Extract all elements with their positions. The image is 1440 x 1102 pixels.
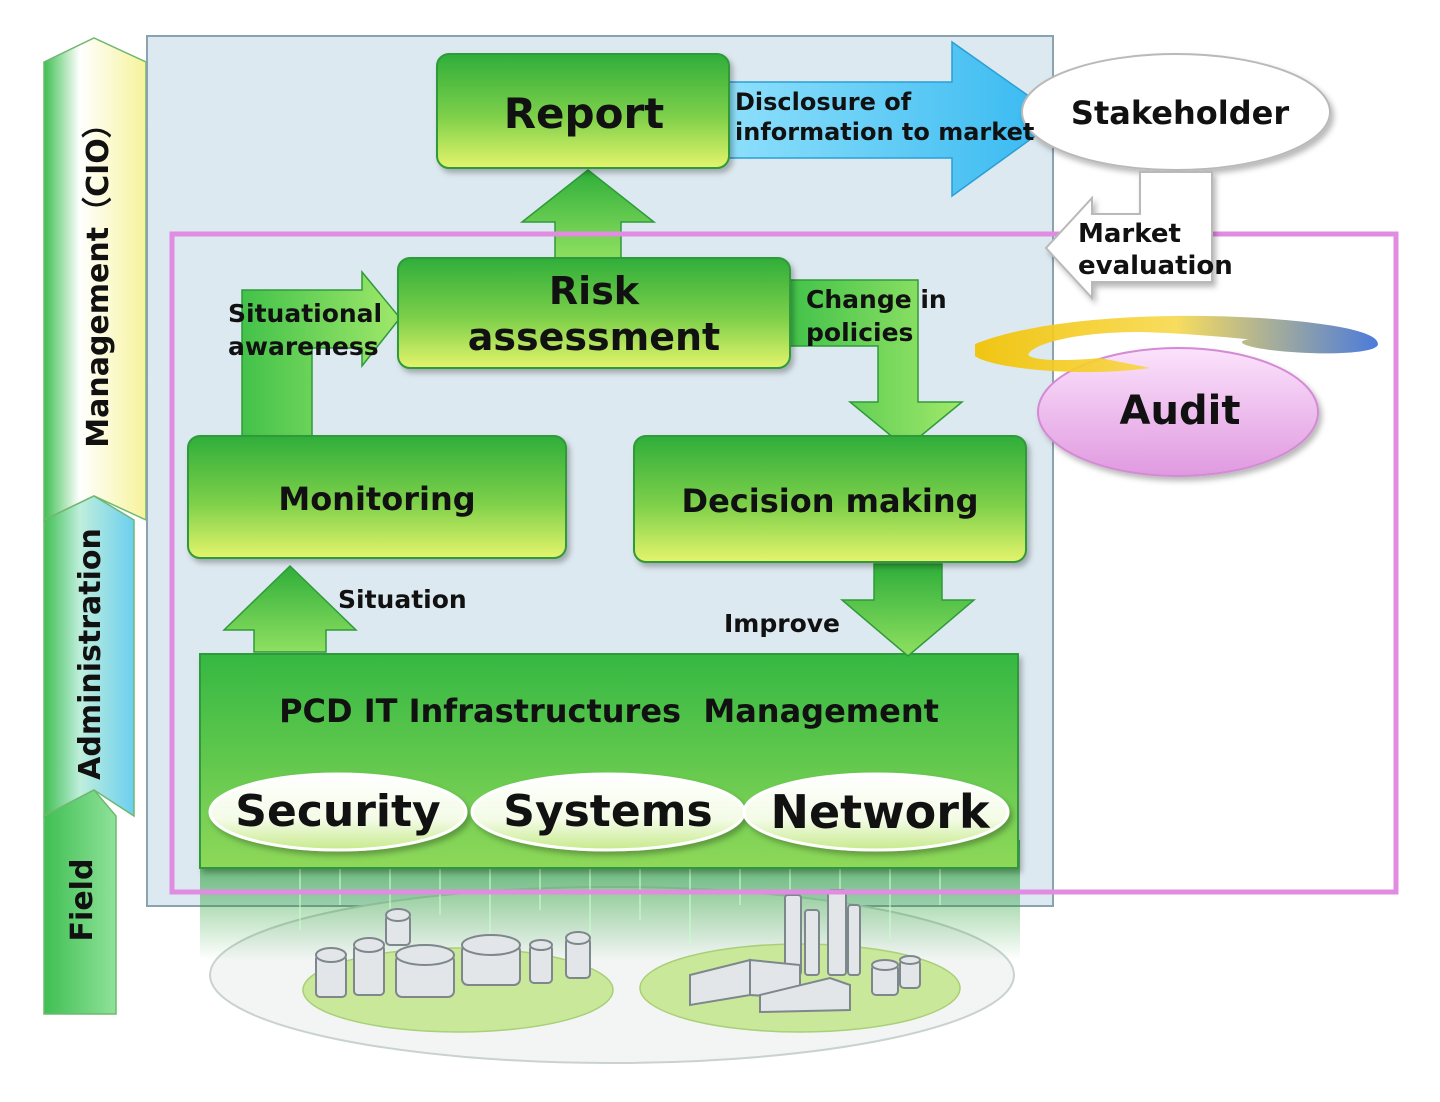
field-facilities (200, 840, 1020, 1064)
pill-systems-label: Systems (503, 786, 712, 837)
disclosure-arrow (721, 40, 1062, 198)
situational-label-line2: awareness (228, 332, 379, 361)
tier-administration-label: Administration (73, 528, 108, 780)
audit-scope-frame (169, 231, 1399, 895)
risk-label-line2: assessment (468, 315, 720, 359)
pill-network: Network (742, 772, 1010, 852)
tier-sidebar: Management（CIO） Administration Field (43, 37, 147, 1015)
report-label: Report (504, 89, 665, 138)
audit-node: Audit (975, 315, 1378, 477)
disclosure-label-line1: Disclosure of (735, 88, 912, 116)
change-label-line2: policies (806, 318, 913, 347)
pill-security: Security (208, 772, 468, 852)
improve-label: Improve (724, 609, 840, 638)
change-label-line1: Change in (806, 285, 947, 314)
tier-field-label: Field (65, 859, 100, 942)
market-evaluation-arrow (1044, 171, 1213, 301)
risk-assessment-node: Risk assessment (397, 257, 791, 369)
situation-label: Situation (338, 585, 467, 614)
monitoring-node: Monitoring (187, 435, 567, 559)
storage-tanks (315, 908, 591, 998)
pill-systems: Systems (470, 772, 746, 852)
market-label-line2: evaluation (1078, 251, 1233, 281)
situational-awareness-arrow (241, 269, 401, 437)
audit-label: Audit (1120, 388, 1241, 434)
decision-label: Decision making (682, 482, 979, 520)
infrastructure-block: PCD IT Infrastructures Management Securi… (199, 653, 1019, 869)
disclosure-label-line2: information to market (735, 118, 1034, 146)
monitoring-label: Monitoring (278, 480, 475, 518)
audit-cycle-swoosh (975, 315, 1378, 373)
decision-making-node: Decision making (633, 435, 1027, 563)
tier-field-band (43, 789, 117, 1015)
tier-management-label: Management（CIO） (81, 108, 116, 448)
stakeholder-node: Stakeholder (1021, 53, 1331, 171)
pill-network-label: Network (770, 785, 990, 839)
improve-arrow (839, 563, 977, 657)
situational-label-line1: Situational (228, 299, 382, 328)
situation-arrow (222, 564, 358, 653)
factory-buildings (689, 889, 921, 1014)
infrastructure-label: PCD IT Infrastructures Management (279, 692, 939, 730)
report-node: Report (436, 53, 730, 169)
risk-label-line1: Risk (549, 269, 640, 313)
stakeholder-label: Stakeholder (1071, 94, 1289, 132)
pill-security-label: Security (235, 786, 440, 837)
change-in-policies-arrow (789, 279, 965, 449)
market-label-line1: Market (1078, 219, 1181, 249)
